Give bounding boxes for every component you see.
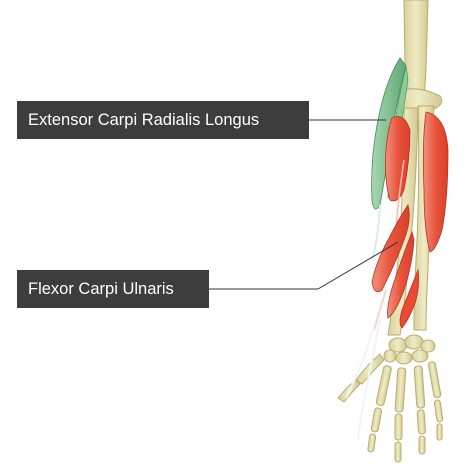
flexor-carpi-ulnaris-label: Flexor Carpi Ulnaris bbox=[17, 270, 209, 308]
hand-bones bbox=[337, 353, 444, 463]
extensor-carpi-radialis-longus-label: Extensor Carpi Radialis Longus bbox=[17, 101, 309, 139]
flexor-carpi-ulnaris-muscle bbox=[371, 204, 420, 331]
tendons bbox=[345, 319, 381, 441]
upper-forearm-muscles bbox=[385, 111, 449, 253]
carpal-bones bbox=[383, 334, 436, 365]
flexor-leader-line bbox=[209, 241, 399, 290]
